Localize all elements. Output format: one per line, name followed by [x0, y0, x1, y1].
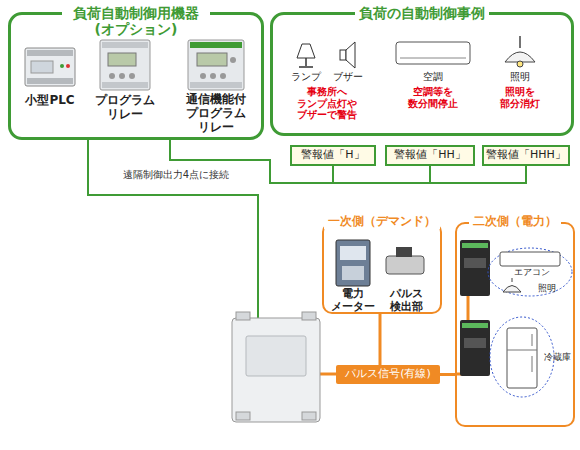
meter-caption: 電力 メーター — [326, 288, 381, 313]
node-text: パルス信号(有線) — [345, 368, 431, 381]
group-heading: 負荷の自動制御事例 — [355, 5, 489, 21]
comm-relay-button — [230, 57, 236, 63]
buzzer-cone — [346, 42, 355, 68]
comm-relay-band — [190, 42, 242, 48]
meter-dial — [342, 266, 364, 280]
relay-button — [129, 73, 135, 79]
controller-tab — [302, 312, 316, 320]
buzzer-body — [340, 50, 346, 60]
control-wire — [88, 140, 258, 318]
comm-relay-screen — [197, 53, 227, 66]
secondary-group: 二次側（電力） — [455, 222, 575, 427]
device-caption: 通信機能付 プログラム リレー — [181, 93, 251, 134]
lamp-stand — [299, 58, 313, 67]
pulse-wire — [379, 314, 382, 365]
controller-tab — [236, 312, 250, 320]
pulse-wire — [440, 373, 455, 376]
relay-terminal — [102, 82, 148, 88]
control-note: 空調等を 数分間停止 — [400, 86, 466, 109]
alarm-box: 警報値「HHH」 — [482, 145, 570, 166]
din-meter-band — [462, 323, 488, 328]
comm-relay-terminal — [190, 82, 242, 88]
controller-panel — [246, 336, 306, 376]
din-meter-display — [464, 338, 486, 348]
comm-relay-body — [188, 40, 244, 90]
lamp-shade — [297, 44, 315, 58]
relay-terminal — [102, 42, 148, 48]
group-heading: 二次側（電力） — [469, 215, 561, 229]
controller-tab — [302, 412, 316, 420]
node-text: 警報値「HHH」 — [486, 149, 566, 162]
plc-led — [66, 64, 70, 68]
aircon-unit — [500, 252, 560, 266]
load-caption: エアコン — [502, 267, 562, 277]
load-caption: 照明 — [500, 71, 540, 83]
meter-window — [340, 246, 366, 260]
pulse-detector — [386, 256, 424, 274]
demand-controller — [232, 318, 320, 422]
signal-band: パルス信号(有線) — [336, 365, 440, 384]
load-caption: 照明 — [530, 283, 564, 293]
comm-relay-button — [200, 73, 206, 79]
din-meter-display — [464, 258, 486, 268]
din-meter-band — [462, 243, 488, 248]
group-heading: 負荷自動制御用機器 (オプション) — [62, 5, 210, 37]
load-caption: ランプ — [286, 71, 326, 83]
load-caption: 空調 — [413, 71, 453, 83]
light-shade — [503, 286, 521, 293]
controller-tab — [236, 412, 250, 420]
meter-caption: パルス 検出部 — [379, 288, 434, 313]
din-meter — [460, 320, 490, 376]
relay-body — [100, 40, 150, 90]
load-group-outline — [488, 248, 572, 296]
light-bulb — [517, 61, 523, 67]
alarm-box: 警報値「HH」 — [385, 145, 475, 166]
control-note: 照明を 部分消灯 — [487, 86, 553, 109]
relay-button — [119, 73, 125, 79]
power-meter — [336, 240, 370, 286]
plc-panel — [31, 61, 53, 73]
aircon-vent — [400, 58, 466, 59]
pulse-wire — [320, 373, 336, 376]
refrigerator — [507, 328, 537, 388]
control-note: 事務所へ ランプ点灯や ブザーで警告 — [294, 86, 360, 121]
node-text: 警報値「HH」 — [394, 149, 466, 162]
wire-note: 遠隔制御出力4点に接続 — [101, 169, 251, 181]
detector-head — [396, 247, 412, 257]
node-text: 警報値「H」 — [301, 149, 364, 162]
pulse-wire — [467, 296, 470, 320]
device-caption: 小型PLC — [15, 94, 85, 108]
refrigerator-door — [507, 334, 537, 372]
load-caption: 冷蔵庫 — [537, 352, 577, 362]
plc-terminal — [27, 78, 73, 84]
group-heading: 一次側（デマンド） — [324, 215, 440, 229]
light-cord — [519, 36, 521, 48]
aircon-unit — [396, 42, 470, 64]
alarm-box: 警報値「H」 — [290, 145, 376, 166]
relay-screen — [108, 53, 136, 66]
comm-relay-button — [210, 73, 216, 79]
plc-body — [25, 48, 75, 86]
device-caption: プログラム リレー — [90, 94, 160, 122]
light-cord — [512, 278, 513, 282]
plc-led — [60, 64, 64, 68]
plc-terminal — [27, 50, 73, 56]
comm-relay-button — [220, 73, 226, 79]
relay-button — [109, 73, 115, 79]
load-caption: ブザー — [328, 71, 368, 83]
din-meter — [460, 240, 490, 296]
